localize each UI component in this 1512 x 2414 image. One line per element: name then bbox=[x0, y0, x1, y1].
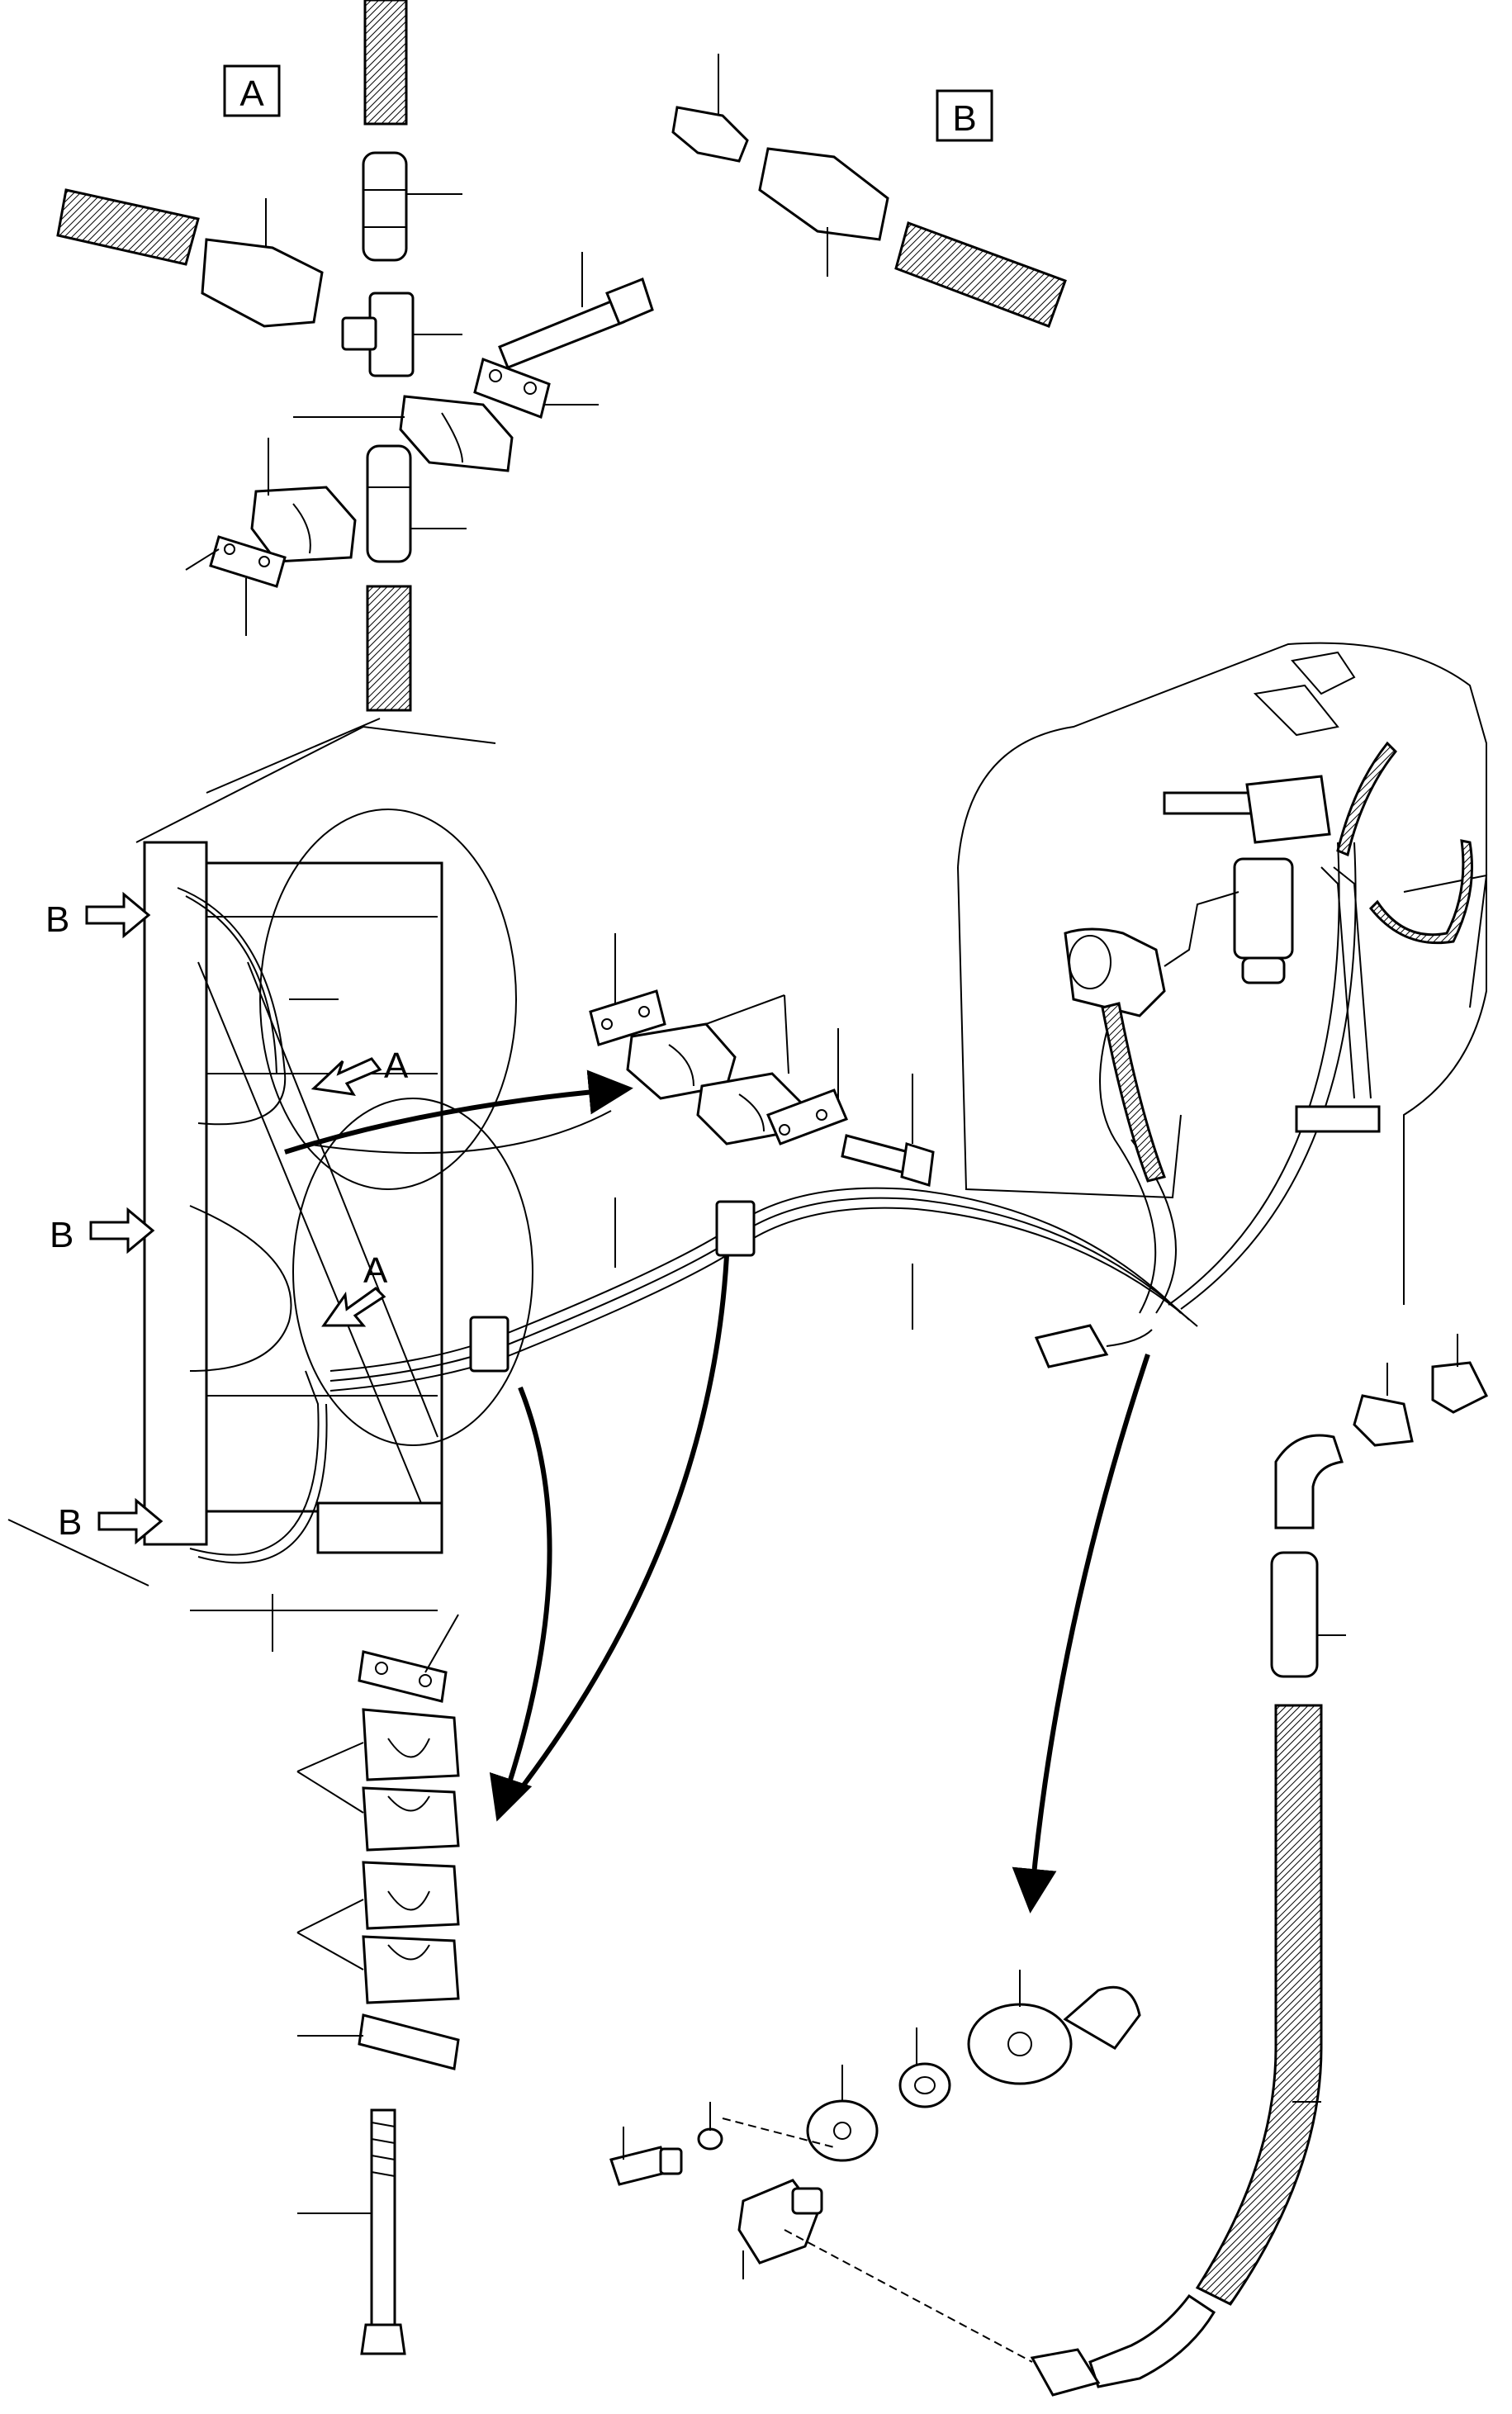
hollow-arrow-a-1 bbox=[310, 1057, 382, 1096]
flange-washer bbox=[806, 2099, 879, 2162]
cooler-frame bbox=[143, 841, 208, 1546]
clamp-plate-left bbox=[209, 535, 287, 588]
cooler-assembly: B B B A A bbox=[7, 718, 533, 1652]
drain-fitting bbox=[1034, 1324, 1109, 1368]
hose-long bbox=[1195, 1704, 1323, 2306]
tank-body bbox=[957, 642, 1487, 1305]
stack-clamp-4 bbox=[362, 1935, 460, 2004]
detail-a-group: A bbox=[56, 0, 654, 712]
clamp-bolt-middle bbox=[841, 1134, 910, 1174]
clamp-half-lower bbox=[250, 486, 357, 563]
stack-clamp-2 bbox=[362, 1786, 460, 1852]
exploded-clamp-middle bbox=[284, 933, 935, 1187]
flange-plate bbox=[967, 2003, 1073, 2085]
hose-end-fitting bbox=[1030, 2348, 1101, 2397]
detail-b-hose bbox=[894, 221, 1067, 328]
pipe-clamp-block-2 bbox=[715, 1200, 756, 1257]
hose-elbow-end bbox=[1088, 2293, 1216, 2388]
explode-arrow-to-flange bbox=[1012, 1354, 1150, 1914]
elbow-fitting bbox=[1274, 1434, 1344, 1529]
hydraulic-lines bbox=[305, 842, 1357, 1392]
detail-b-label-box bbox=[936, 89, 993, 142]
hose-left-fitting bbox=[201, 238, 324, 328]
clamp-plate-middle-1 bbox=[589, 989, 666, 1046]
hollow-arrow-b-3 bbox=[97, 1497, 164, 1545]
explode-arrow-to-stack-2 bbox=[510, 1254, 729, 1802]
bolt bbox=[498, 300, 626, 369]
hose-top bbox=[363, 0, 408, 126]
clamp-plate-middle-2 bbox=[766, 1088, 848, 1145]
hose-left-diagonal bbox=[56, 188, 200, 266]
o-ring bbox=[898, 2062, 951, 2108]
clamp-half-upper bbox=[399, 395, 514, 472]
detail-b-adapter bbox=[671, 106, 749, 163]
solenoid bbox=[1064, 927, 1166, 1017]
flange-stub bbox=[1063, 1985, 1141, 2050]
stack-clamp-1 bbox=[362, 1708, 460, 1781]
stack-plate-top bbox=[358, 1650, 448, 1703]
adapter-connector bbox=[1431, 1361, 1489, 1414]
clamp-plate-right bbox=[473, 358, 551, 419]
hose-bottom bbox=[366, 585, 412, 712]
clamp-stack bbox=[296, 1254, 729, 2355]
detail-b-group: B bbox=[671, 54, 1067, 328]
stack-clamp-3 bbox=[362, 1861, 460, 1930]
hollow-arrow-b-2 bbox=[89, 1207, 155, 1254]
lower-swivel-nut bbox=[366, 444, 412, 563]
stack-plate-bottom bbox=[358, 2013, 460, 2070]
explode-arrow-to-stack-1 bbox=[489, 1386, 552, 1822]
callout-a-2: A bbox=[363, 1250, 388, 1291]
detail-b-nut bbox=[758, 147, 889, 241]
pipe-clamp-block-1 bbox=[469, 1316, 510, 1373]
callout-a-1: A bbox=[384, 1046, 409, 1086]
tank-valve-assembly bbox=[957, 642, 1488, 1305]
detail-a-label-box bbox=[223, 64, 281, 117]
hose-end-nut bbox=[1270, 1551, 1319, 1678]
adapter-nut bbox=[1353, 1394, 1414, 1447]
callout-b-1: B bbox=[45, 899, 69, 940]
detail-b-label: B bbox=[952, 98, 976, 139]
filter bbox=[1233, 857, 1294, 960]
hollow-arrow-b-1 bbox=[85, 891, 151, 939]
upper-swivel-nut bbox=[362, 151, 408, 262]
detail-a-label: A bbox=[239, 74, 264, 114]
callout-b-2: B bbox=[50, 1215, 73, 1255]
hollow-arrow-a-2 bbox=[321, 1287, 386, 1327]
fan-housing bbox=[259, 809, 517, 1190]
explode-arrow-to-clamp bbox=[284, 1069, 633, 1155]
bottom-right-fittings bbox=[609, 1334, 1489, 2397]
small-washer bbox=[697, 2127, 723, 2151]
callout-b-3: B bbox=[58, 1502, 82, 1543]
